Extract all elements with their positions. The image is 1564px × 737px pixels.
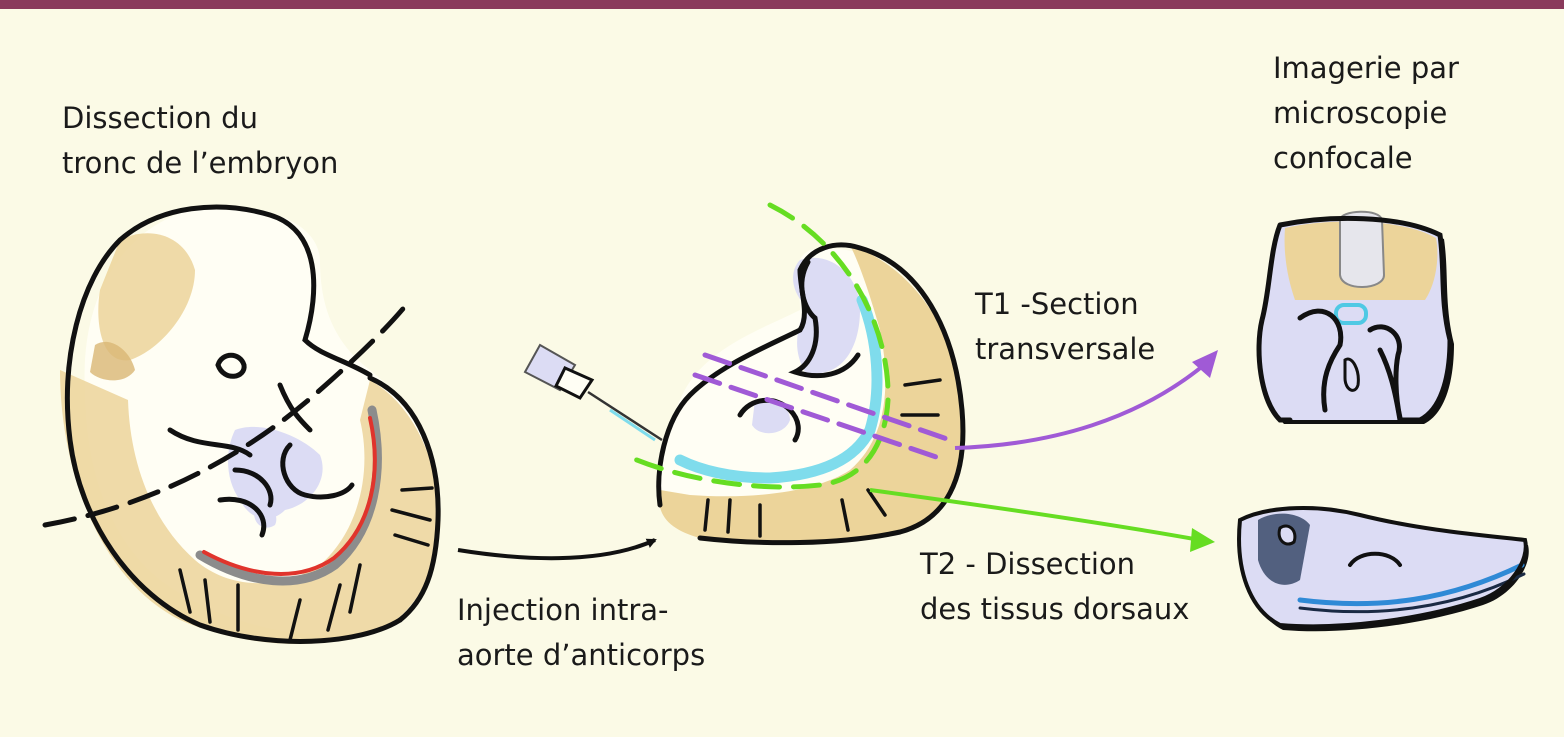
organ-heart [228, 426, 323, 519]
aorta-red [202, 416, 377, 576]
dorsal-dark-head [1258, 513, 1310, 585]
label-line: confocale [1273, 141, 1413, 175]
arrow-t1-purple [954, 358, 1212, 450]
dorsal-eye [1277, 524, 1297, 546]
label-line: Injection intra- [457, 593, 669, 627]
section-left-limb [1297, 308, 1344, 413]
header-bar [0, 0, 1564, 9]
label-dissection-tronc: Dissection du tronc de l’embryon [62, 96, 338, 186]
label-line: T2 - Dissection [920, 547, 1136, 581]
syringe [523, 343, 663, 442]
somite-lines [178, 486, 434, 642]
dorsal-outline [1237, 506, 1528, 629]
label-line: transversale [975, 332, 1156, 366]
embryo-jaw [167, 427, 253, 458]
label-t2: T2 - Dissection des tissus dorsaux [920, 542, 1189, 632]
embryo-heart-outline [280, 442, 355, 500]
label-injection: Injection intra- aorte d’anticorps [457, 588, 705, 678]
transverse-section [1256, 210, 1454, 424]
tissue-dorsal-band [60, 370, 441, 644]
trunk-inner-fold-2 [737, 397, 801, 443]
label-line: aorte d’anticorps [457, 638, 706, 672]
syringe-hub [553, 366, 595, 400]
trunk-organ [793, 257, 860, 374]
label-line: Dissection du [62, 101, 258, 135]
label-line: microscopie [1273, 96, 1448, 130]
dorsal-inner-fold [1348, 551, 1402, 567]
dissected-trunk [523, 202, 966, 546]
arrow-t2-head [1190, 528, 1215, 552]
dorsal-body [1239, 508, 1526, 627]
embryo-back [367, 375, 441, 623]
arrow-injection [457, 538, 657, 561]
dorsal-vessel-blue [1297, 562, 1525, 607]
whole-embryo [42, 204, 441, 644]
trunk-organ-small [752, 398, 790, 434]
trunk-outline [656, 242, 966, 546]
label-line: Imagerie par [1273, 51, 1459, 85]
label-line: des tissus dorsaux [920, 592, 1190, 626]
syringe-needle [587, 390, 663, 442]
tissue-head-patch [98, 233, 195, 361]
tissue-head-shadow [90, 341, 135, 381]
section-center-oval [1343, 357, 1360, 392]
dorsal-tissue-dissection [1237, 506, 1529, 632]
syringe-fluid [609, 408, 656, 442]
dorsal-vessel-dark [1298, 572, 1526, 614]
section-neural-tube [1339, 210, 1386, 288]
trunk-somite-lines [703, 378, 942, 538]
label-line: tronc de l’embryon [62, 146, 339, 180]
dissection-cut-line [42, 297, 413, 528]
embryo-limb-2 [217, 496, 267, 538]
arrow-t2-green [869, 488, 1201, 542]
embryo-limb-1 [232, 467, 274, 508]
label-t1: T1 -Section transversale [975, 282, 1155, 372]
section-aorta-cyan [1334, 303, 1368, 325]
label-imagerie: Imagerie par microscopie confocale [1273, 46, 1459, 181]
antibody-channel-cyan [674, 294, 883, 484]
trunk-inner-fold [788, 259, 861, 379]
t2-cut-line-green [622, 202, 891, 490]
t1-section-lines-purple [692, 352, 953, 463]
embryo-outline [65, 204, 403, 644]
arrow-t1-head [1192, 350, 1218, 378]
embryo-eye [215, 352, 247, 379]
trunk-tissue [659, 245, 966, 543]
label-line: T1 -Section [975, 287, 1139, 321]
section-right-limb [1367, 324, 1403, 421]
aorta-gray [195, 405, 382, 586]
